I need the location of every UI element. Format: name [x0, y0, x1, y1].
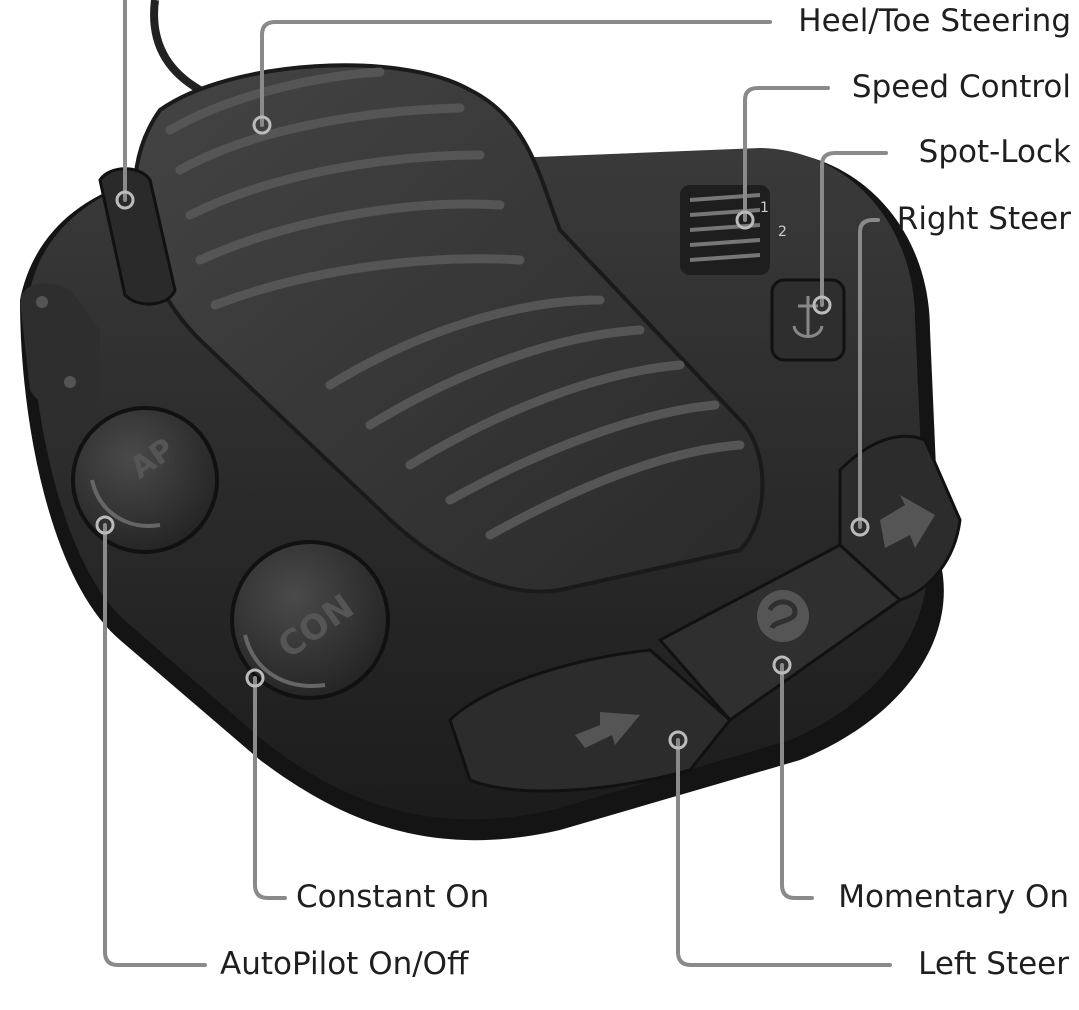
- speed-wheel-ridges: [689, 193, 761, 262]
- con-button: [230, 540, 390, 700]
- callout-heel-toe-steering: Heel/Toe Steering: [798, 3, 1071, 39]
- left-steer-button: [448, 648, 733, 793]
- speed-wheel: [680, 185, 770, 275]
- callout-right-steer: Right Steer: [896, 201, 1071, 237]
- ap-button-arc: [90, 479, 161, 528]
- arrow-right-icon: [880, 495, 935, 548]
- callout-speed-control: Speed Control: [851, 69, 1071, 105]
- callout-autopilot-on-off: AutoPilot On/Off: [220, 946, 469, 982]
- spiral-logo-icon: [757, 590, 809, 642]
- con-button-arc: [243, 634, 326, 688]
- pedal-ribs: [165, 67, 745, 540]
- indicator-light-bottom: [64, 376, 76, 388]
- left-side-panel: [20, 283, 100, 411]
- speed-mark-1: 1: [760, 200, 769, 216]
- callout-constant-on: Constant On: [296, 879, 490, 915]
- leader-lines: [103, 0, 892, 967]
- speed-mark-2: 2: [778, 224, 787, 240]
- leader-endpoints: [95, 115, 870, 750]
- power-cable: [150, 0, 203, 94]
- indicator-light-top: [36, 296, 48, 308]
- ap-button: [71, 406, 219, 554]
- callout-momentary-on: Momentary On: [838, 879, 1069, 915]
- callout-left-steer: Left Steer: [918, 946, 1069, 982]
- callout-spot-lock: Spot-Lock: [918, 134, 1071, 170]
- arrow-left-icon: [575, 712, 640, 748]
